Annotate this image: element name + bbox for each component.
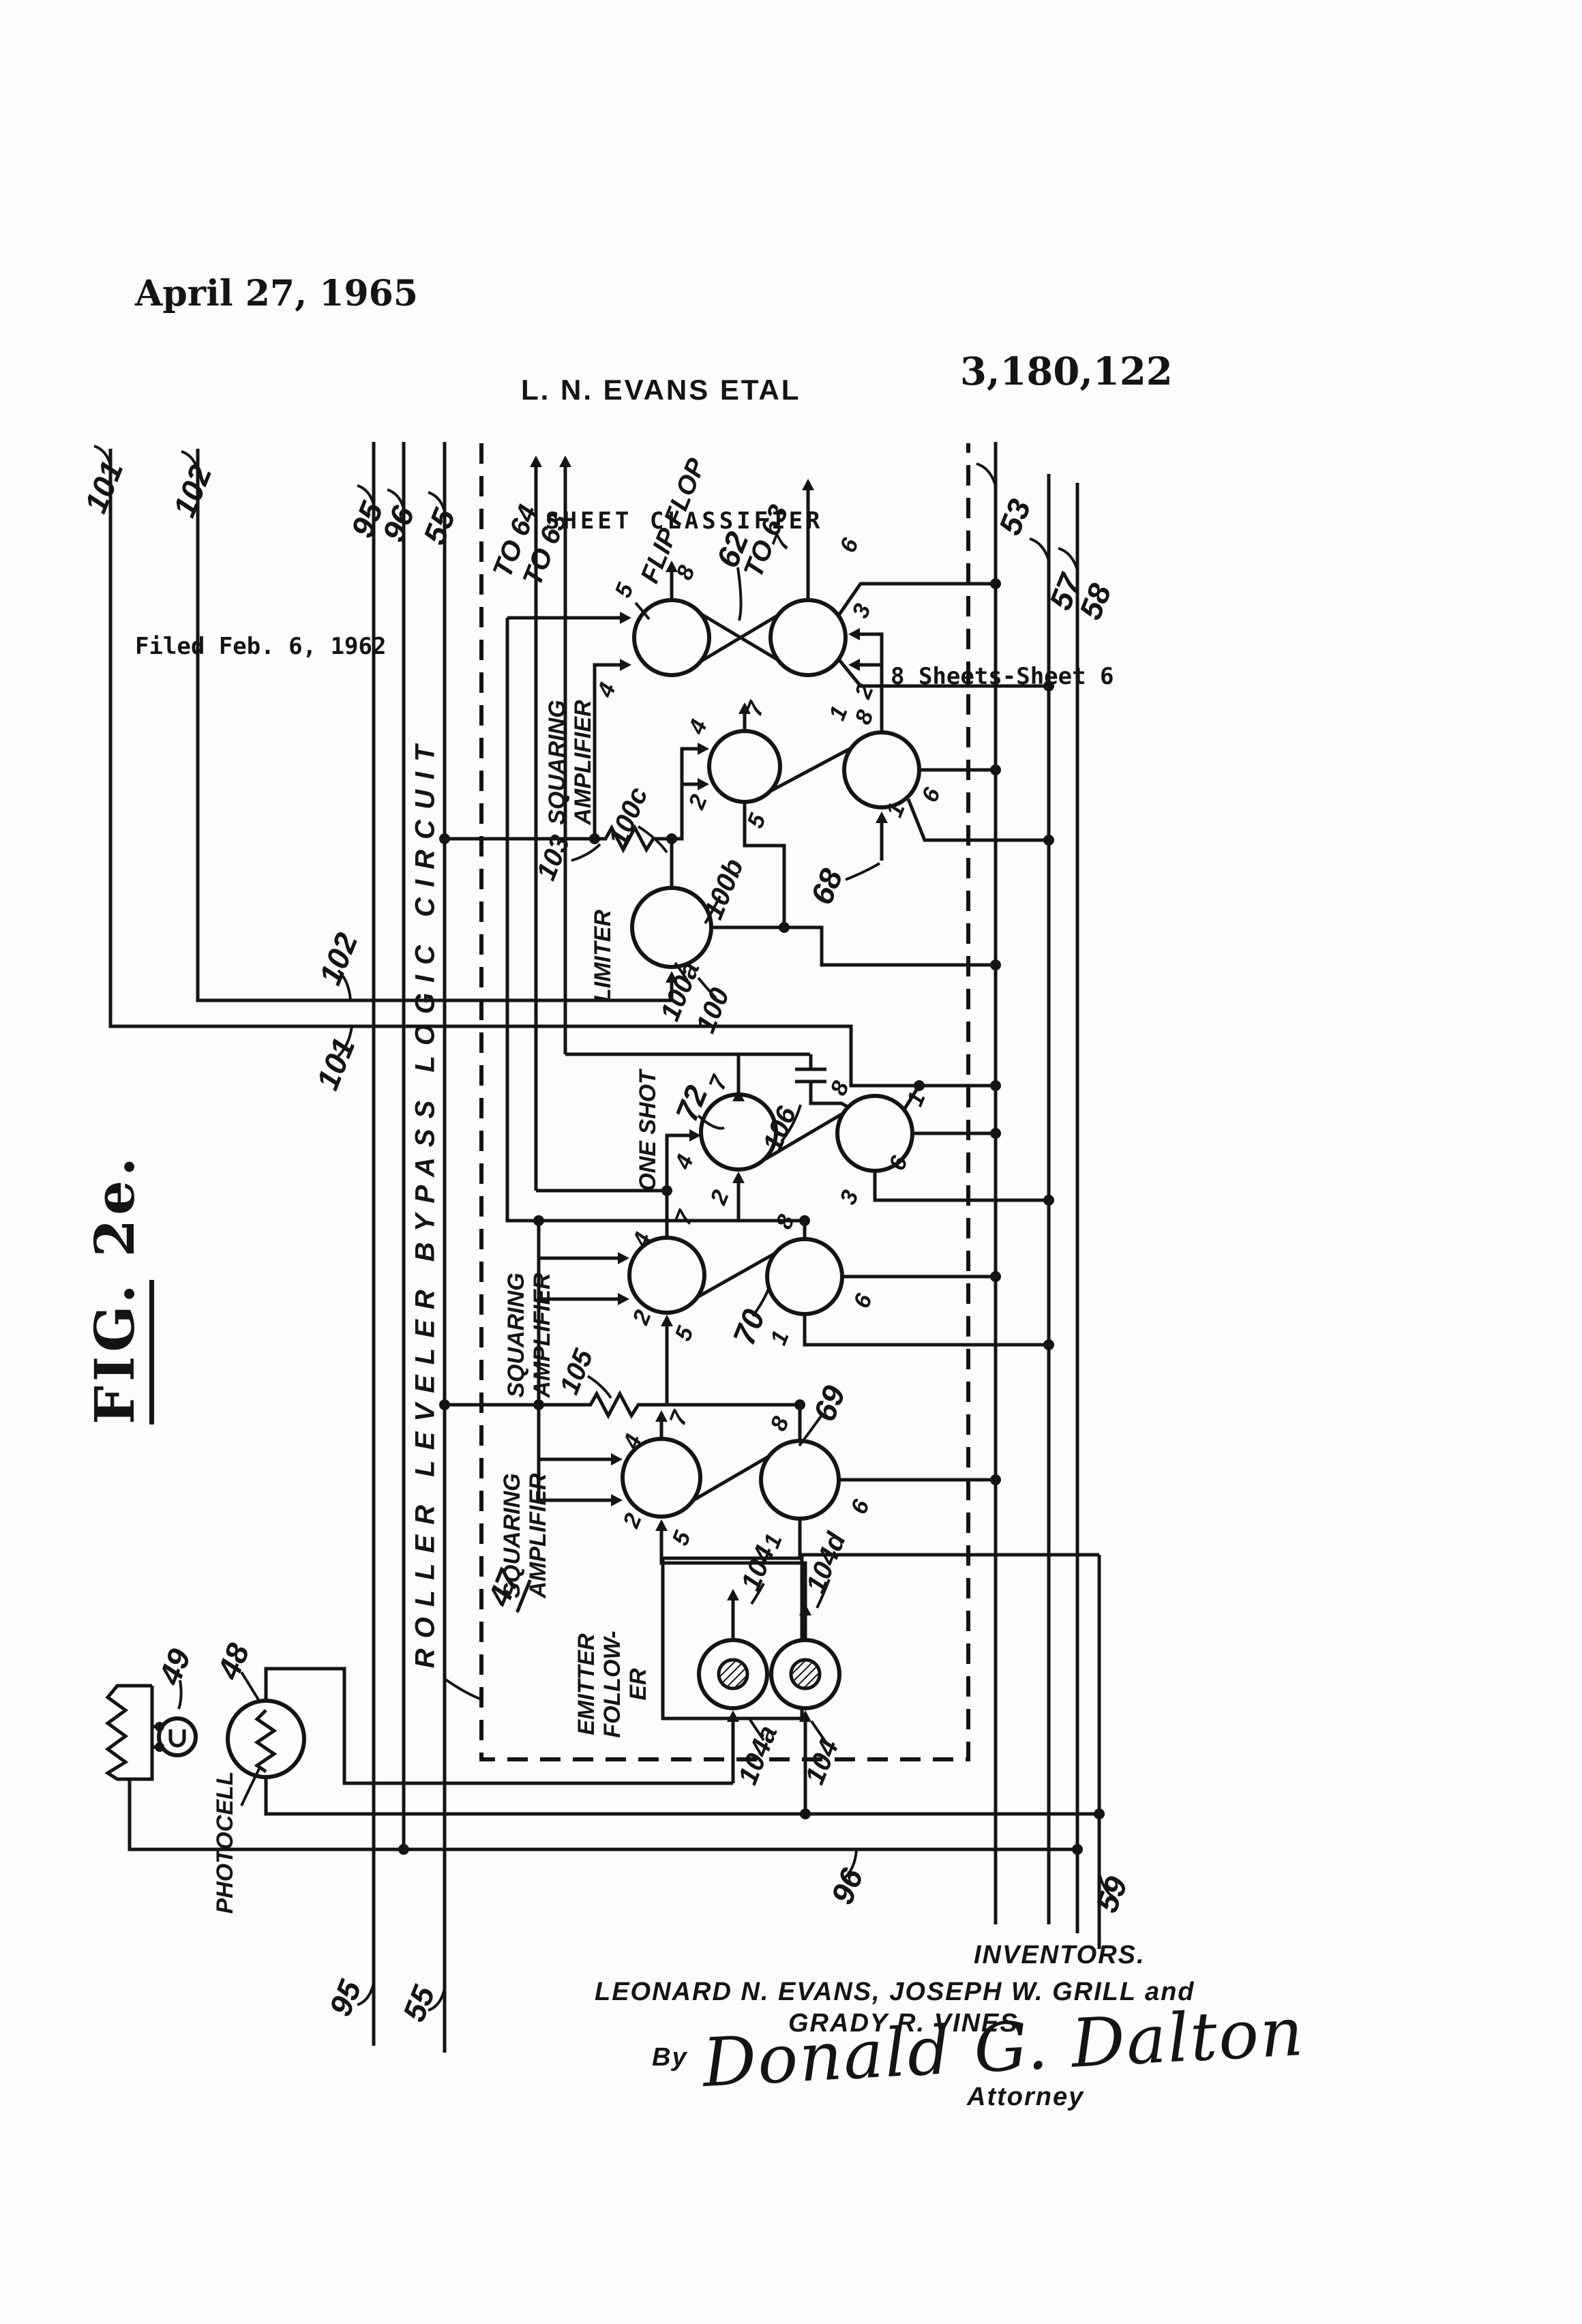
- limiter-100-transistor: [630, 886, 713, 969]
- photocell-resistor-glyph: [168, 1709, 278, 1774]
- device-circles: [157, 598, 921, 1779]
- component-label-squaring-amp-105: SQUARING AMPLIFIER: [503, 1272, 555, 1397]
- flipflop-right-transistor: [768, 598, 848, 677]
- flipflop-left-transistor: [632, 598, 711, 677]
- inventor-names-line2: GRADY R. VINES: [788, 2009, 1019, 2038]
- component-label-line: AMPLIFIER: [529, 1272, 555, 1398]
- component-label-squaring-amp-103: SQUARING AMPLIFIER: [544, 700, 596, 824]
- component-label-one-shot: ONE SHOT: [634, 1070, 661, 1191]
- figure-label: FIG. 2e.: [83, 1153, 154, 1425]
- component-label-line: FOLLOW-: [599, 1630, 625, 1738]
- component-label-line: EMITTER: [573, 1633, 599, 1735]
- emitter-follower-hatched-dots: [717, 1658, 822, 1690]
- patent-authors: L. N. EVANS ETAL: [521, 374, 801, 406]
- figure-label-fig: FIG.: [83, 1280, 154, 1425]
- component-label-line: ER: [625, 1668, 652, 1701]
- squaring-amp-69-left-transistor: [621, 1437, 702, 1519]
- logic-box-title: ROLLER LEVELER BYPASS LOGIC CIRCUIT: [410, 734, 441, 1669]
- transistor-70: [765, 1237, 844, 1316]
- label-leaders: [93, 445, 1116, 2012]
- patent-date: April 27, 1965: [135, 273, 419, 314]
- logic-box-border: [479, 443, 970, 1761]
- transistor-69: [759, 1439, 841, 1521]
- inventors-heading: INVENTORS.: [974, 1941, 1146, 1969]
- component-label-emitter-follower: EMITTER FOLLOW- ER: [573, 1630, 651, 1738]
- sheet-index: 8 Sheets-Sheet 6: [891, 663, 1114, 690]
- squaring-amp-105-transistor: [627, 1236, 706, 1315]
- patent-number: 3,180,122: [960, 349, 1173, 394]
- inventor-names-line1: LEONARD N. EVANS, JOSEPH W. GRILL and: [595, 1978, 1195, 2006]
- attorney-label: Attorney: [967, 2083, 1085, 2111]
- component-label-photocell: PHOTOCELL: [211, 1771, 238, 1914]
- by-label: By: [652, 2043, 688, 2072]
- photocell-48: [226, 1699, 306, 1779]
- lamp-49: [157, 1716, 198, 1757]
- transistor-68: [842, 730, 921, 809]
- component-label-line: AMPLIFIER: [570, 700, 596, 825]
- figure-label-number: 2e.: [83, 1153, 147, 1257]
- filed-date: Filed Feb. 6, 1962: [135, 633, 387, 660]
- patent-title: SHEET CLASSIFIER: [546, 507, 824, 535]
- component-label-limiter: LIMITER: [589, 910, 616, 1002]
- component-label-line: SQUARING: [503, 1272, 529, 1398]
- one-shot-right-transistor: [835, 1094, 914, 1173]
- squaring-amp-103-transistor: [707, 729, 782, 804]
- junction-dots: [155, 578, 1105, 1855]
- component-label-line: SQUARING: [543, 700, 570, 825]
- wires: [104, 442, 1101, 2053]
